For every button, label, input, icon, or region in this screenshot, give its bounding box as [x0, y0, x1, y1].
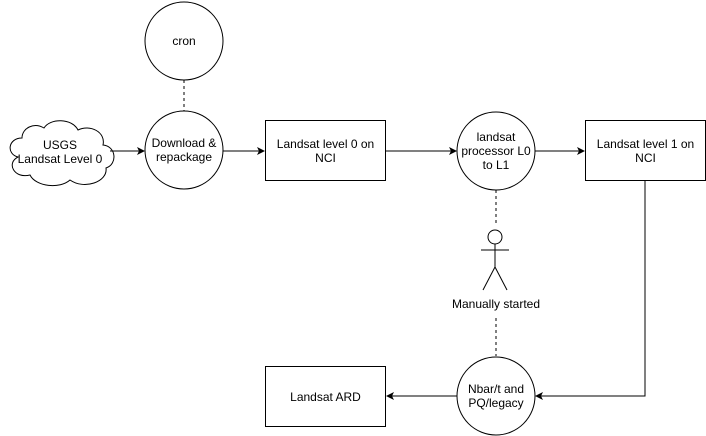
- ard-box: [265, 366, 386, 427]
- l1-nci-label: Landsat level 1 on NCI: [596, 136, 695, 165]
- l1-to-nbar-arrow: [535, 181, 646, 400]
- usgs-label: USGS Landsat Level 0: [17, 138, 103, 166]
- manual-started-label: Manually started: [451, 297, 541, 311]
- nbar-label: Nbar/t and PQ/legacy: [467, 382, 525, 410]
- download-label: Download & repackage: [151, 136, 217, 164]
- processor-label: landsat processor L0 to L1: [461, 130, 531, 172]
- l0-nci-label: Landsat level 0 on NCI: [276, 136, 375, 165]
- ard-label: Landsat ARD: [290, 389, 361, 404]
- usgs-cloud: [9, 120, 115, 187]
- cron-label: cron: [172, 34, 196, 48]
- manual-actor-icon: [481, 229, 509, 291]
